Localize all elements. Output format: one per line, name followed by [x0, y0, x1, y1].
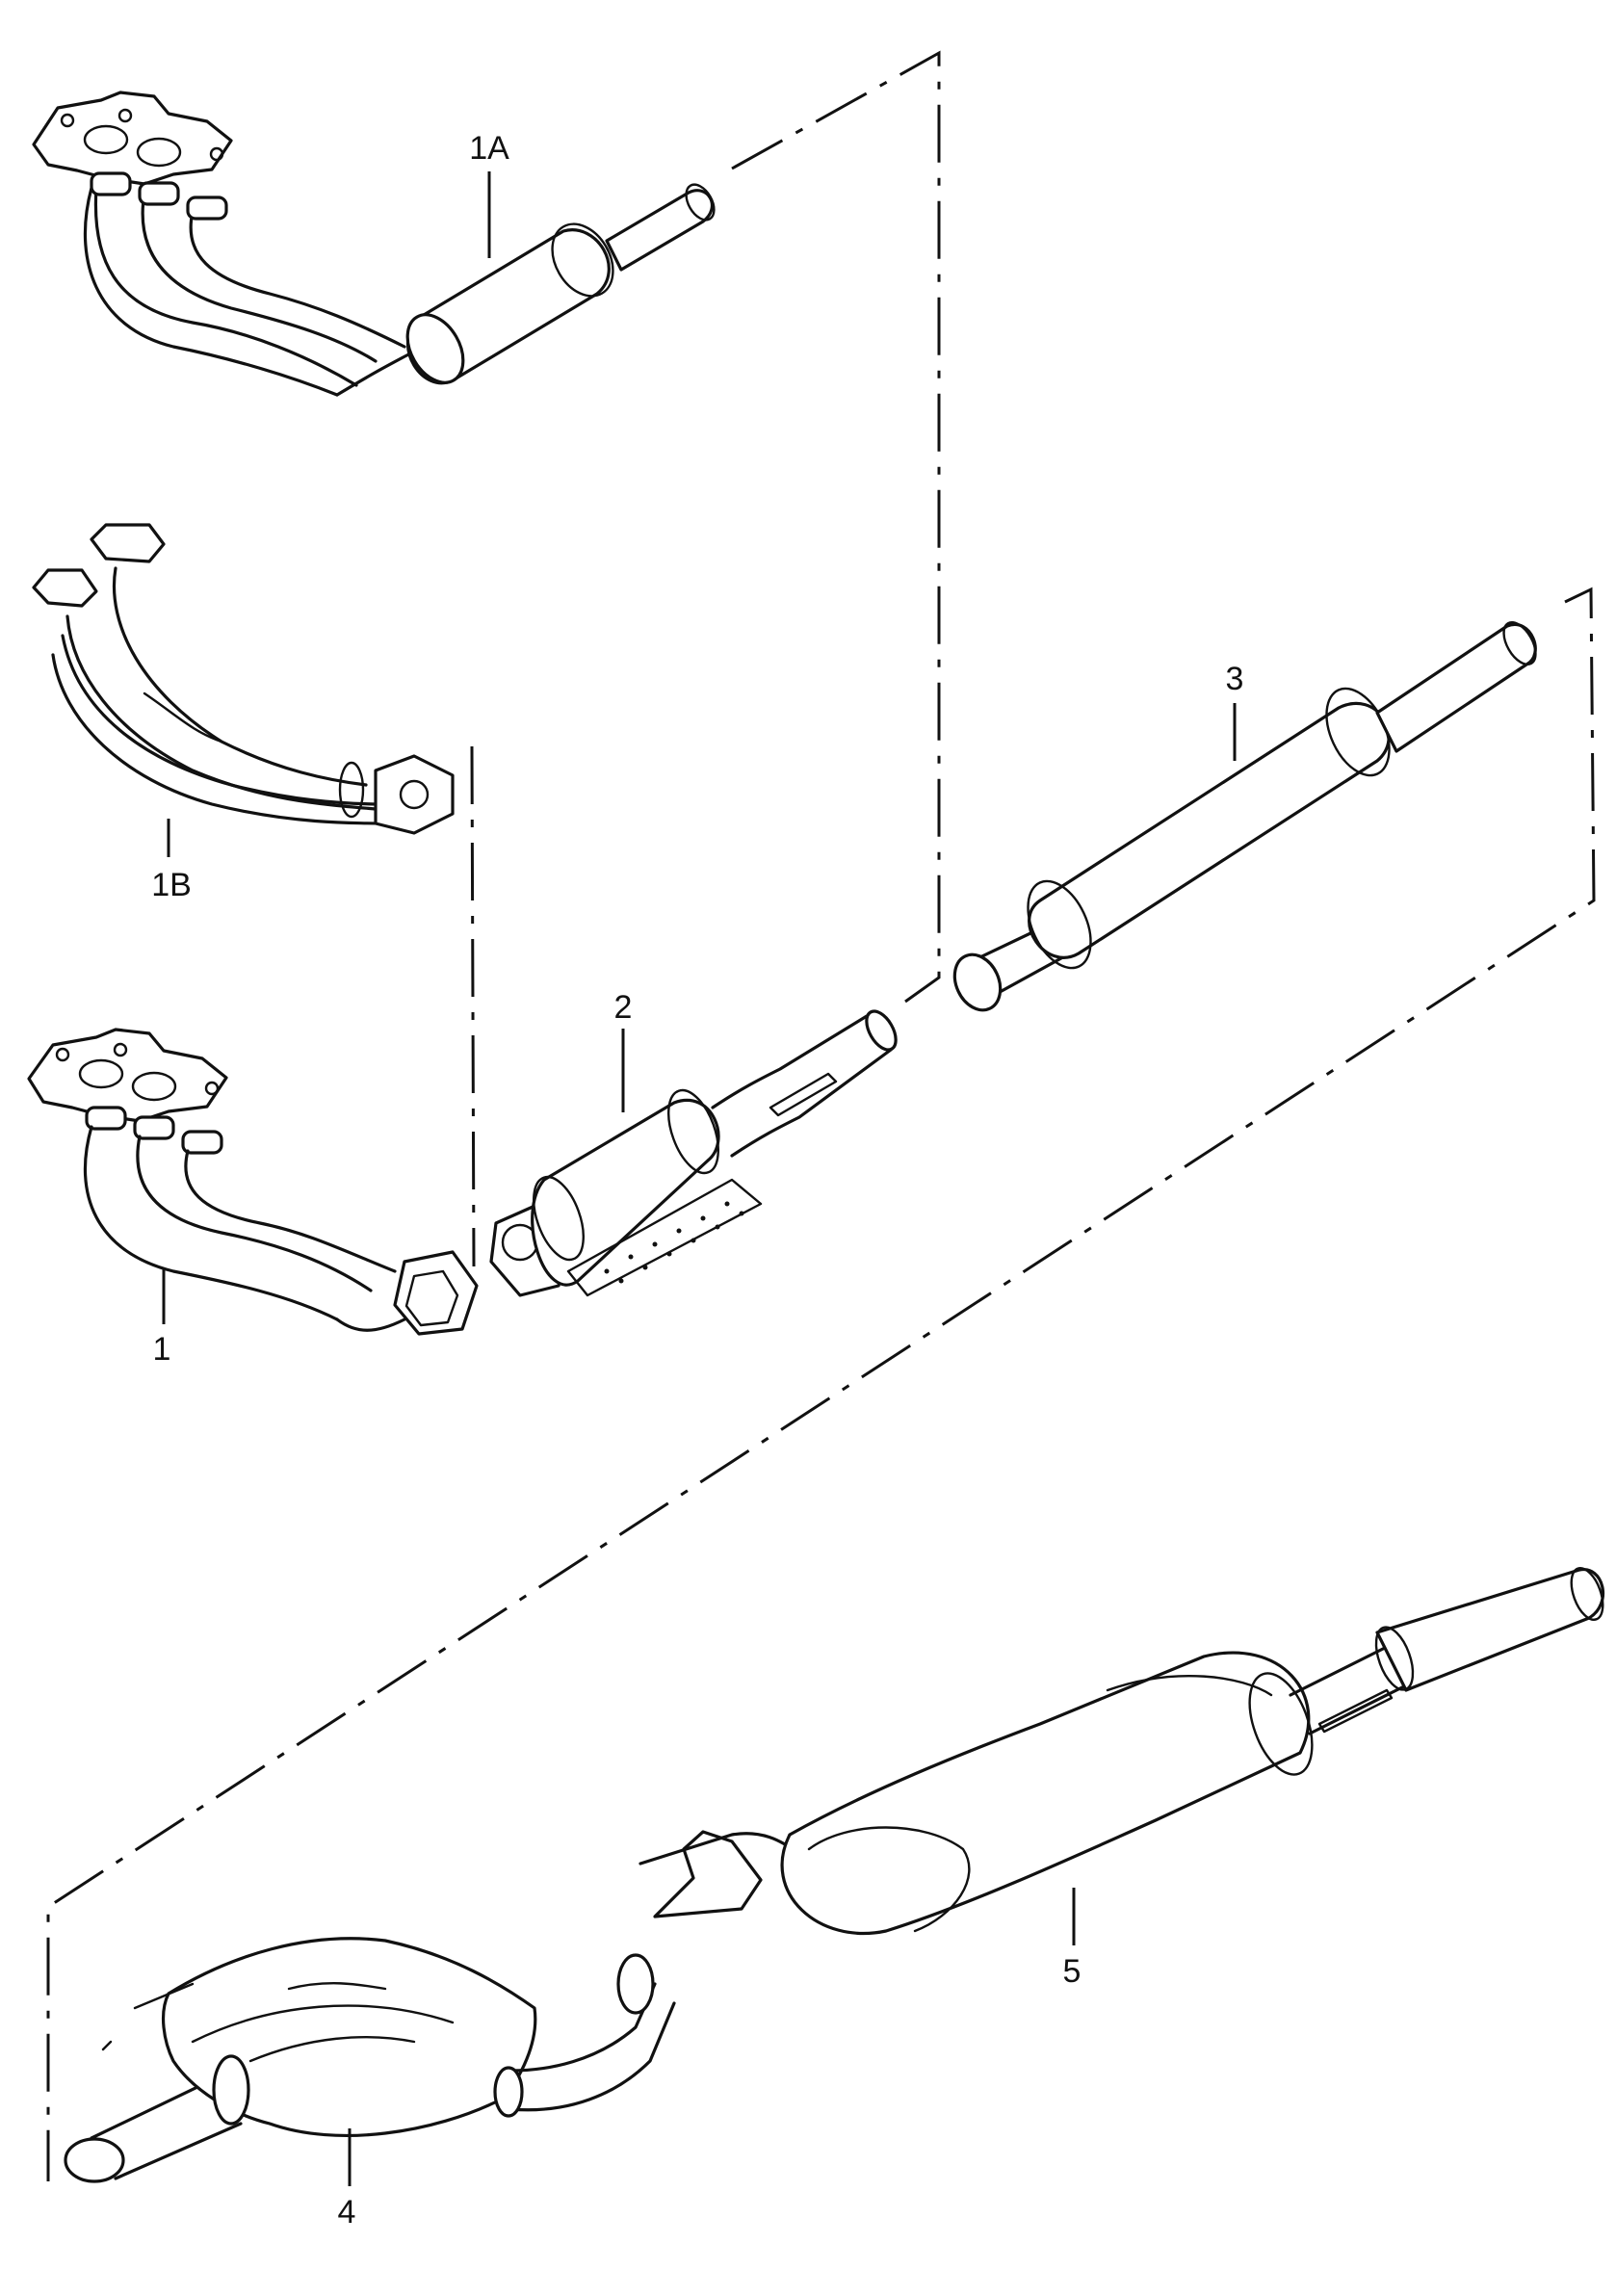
- leader-lines: [162, 171, 1237, 2186]
- part-1-manifold[interactable]: [27, 1028, 479, 1336]
- label-3: 3: [1226, 661, 1244, 697]
- label-1: 1: [153, 1331, 171, 1368]
- label-5: 5: [1063, 1953, 1082, 1990]
- part-5-rear-silencer[interactable]: [639, 1564, 1609, 1936]
- part-1B-manifold-heatshield[interactable]: [32, 523, 455, 835]
- heatshield-perforations: [604, 1201, 744, 1284]
- part-labels: 1A 1B 1 2 3 4 5: [151, 130, 1243, 2231]
- assembly-guide-lines: [46, 50, 1596, 2181]
- label-1B: 1B: [151, 867, 192, 903]
- label-1A: 1A: [469, 130, 509, 167]
- part-2-catalytic-converter[interactable]: [489, 1006, 901, 1297]
- label-4: 4: [338, 2194, 356, 2231]
- part-3-middle-silencer[interactable]: [946, 617, 1542, 1018]
- part-1A-manifold-silencer[interactable]: [32, 91, 719, 397]
- label-2: 2: [614, 989, 633, 1026]
- part-4-silencer[interactable]: [64, 1937, 676, 2183]
